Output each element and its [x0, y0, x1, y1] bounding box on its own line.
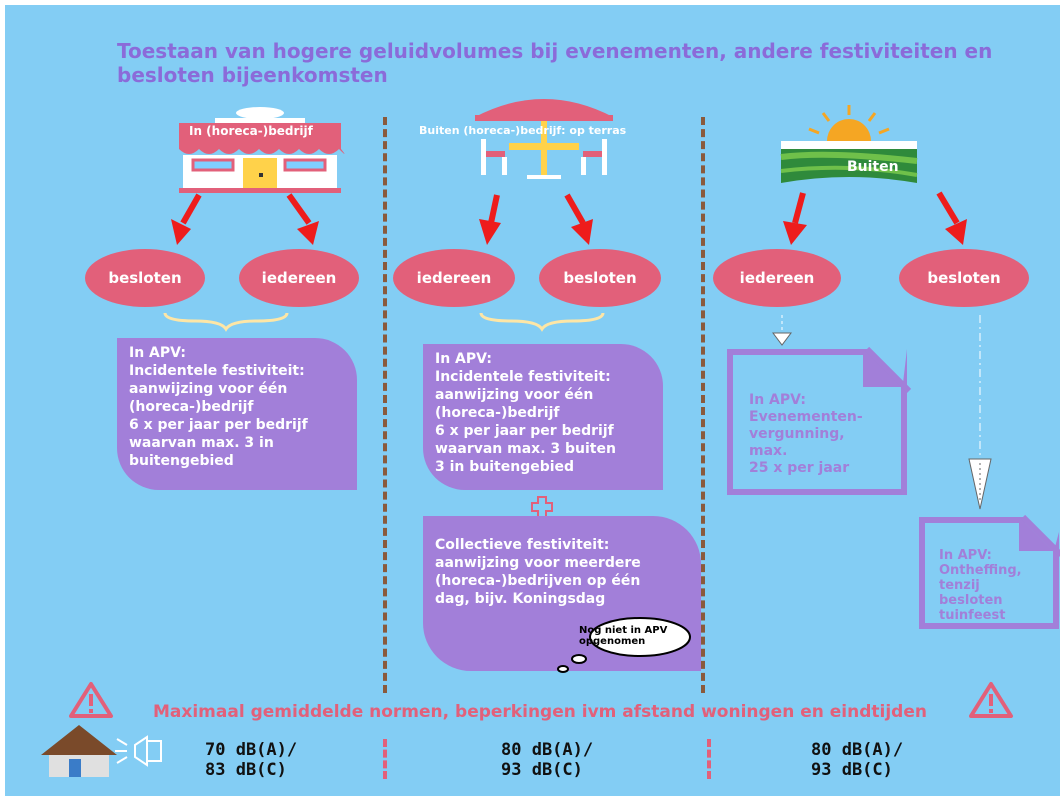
warning-icon — [969, 682, 1013, 718]
arrow-icon — [479, 194, 501, 245]
document-icon-exempt: In APV: Ontheffing, tenzij besloten tuin… — [919, 517, 1059, 629]
infographic: Toestaan van hogere geluidvolumes bij ev… — [5, 5, 1060, 796]
column-divider-left — [383, 117, 387, 693]
ellipse-iedereen-middle: iedereen — [393, 249, 515, 307]
level-middle: 80 dB(A)/ 93 dB(C) — [501, 740, 594, 780]
arrow-icon — [783, 192, 807, 245]
arrow-icon — [936, 191, 967, 245]
sign-label-right: Buiten — [847, 159, 899, 175]
small-arrow-icon — [772, 315, 792, 346]
apv-box-middle: In APV: Incidentele festiviteit: aanwijz… — [423, 344, 663, 490]
ellipse-iedereen-left: iedereen — [239, 249, 359, 307]
page-fold-icon — [1019, 514, 1060, 558]
ellipse-besloten-middle: besloten — [539, 249, 661, 307]
page-fold-icon — [863, 346, 912, 394]
ellipse-besloten-left: besloten — [85, 249, 205, 307]
warning-icon — [69, 682, 113, 718]
apv-event-text: In APV: Evenementen- vergunning, max. 25… — [749, 392, 863, 476]
house-icon — [41, 725, 117, 777]
sun-landscape-icon — [780, 105, 918, 183]
ellipse-iedereen-right: iedereen — [713, 249, 841, 307]
warning-text: Maximaal gemiddelde normen, beperkingen … — [153, 702, 927, 722]
thought-text: Nog niet in APV opgenomen — [579, 625, 689, 647]
ellipse-besloten-right: besloten — [899, 249, 1029, 307]
brace-icon — [479, 312, 605, 332]
level-right: 80 dB(A)/ 93 dB(C) — [811, 740, 904, 780]
long-arrow-icon — [968, 315, 992, 510]
row-divider-left — [383, 739, 387, 779]
column-divider-right — [701, 117, 705, 693]
thought-line-1: Nog niet in APV — [579, 625, 668, 636]
thought-bubble-icon — [557, 617, 691, 673]
apv-exempt-text: In APV: Ontheffing, tenzij besloten tuin… — [939, 548, 1022, 623]
thought-line-2: opgenomen — [579, 636, 646, 647]
arrow-icon — [564, 193, 593, 245]
sign-label-left: In (horeca-)bedrijf — [189, 124, 313, 138]
speaker-icon — [115, 735, 162, 767]
brace-icon — [163, 312, 289, 332]
arrow-icon — [171, 193, 202, 245]
apv-box-left: In APV: Incidentele festiviteit: aanwijz… — [117, 338, 357, 490]
arrow-icon — [286, 193, 319, 245]
shop-icon — [179, 107, 345, 193]
sign-label-middle: Buiten (horeca-)bedrijf: op terras — [419, 124, 627, 137]
row-divider-right — [707, 739, 711, 779]
level-left: 70 dB(A)/ 83 dB(C) — [205, 740, 298, 780]
page-title: Toestaan van hogere geluidvolumes bij ev… — [117, 39, 993, 87]
parasol-table-icon — [475, 99, 613, 179]
